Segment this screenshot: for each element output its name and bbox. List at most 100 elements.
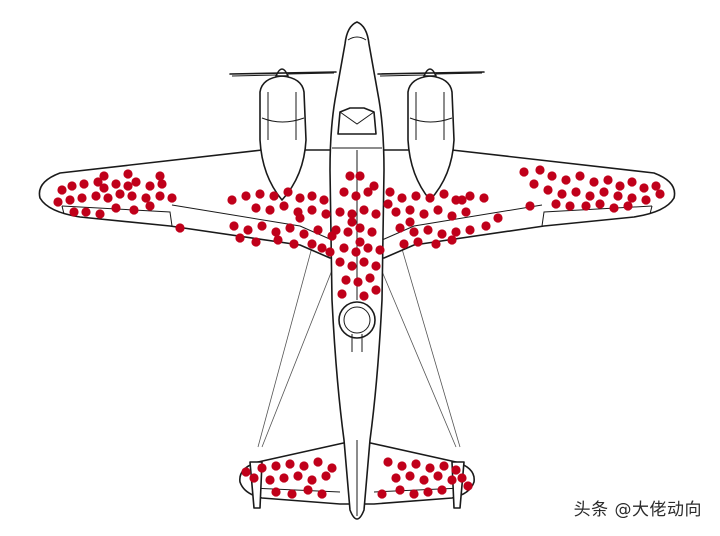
bullet-hole <box>419 209 429 219</box>
bullet-hole <box>433 205 443 215</box>
bullet-hole <box>465 191 475 201</box>
bullet-hole <box>451 227 461 237</box>
bullet-hole <box>383 199 393 209</box>
right-engine <box>377 68 485 201</box>
bullet-hole <box>419 475 429 485</box>
bullet-hole <box>451 465 461 475</box>
bullet-hole <box>129 205 139 215</box>
bullet-hole <box>351 191 361 201</box>
bullet-hole <box>565 201 575 211</box>
bullet-hole <box>655 189 665 199</box>
bullet-hole <box>67 181 77 191</box>
bullet-hole <box>589 177 599 187</box>
bullet-hole <box>339 243 349 253</box>
bullet-hole <box>385 187 395 197</box>
bullet-hole <box>439 461 449 471</box>
bullet-hole <box>229 221 239 231</box>
bullet-hole <box>447 475 457 485</box>
bullet-hole <box>363 187 373 197</box>
bullet-hole <box>295 213 305 223</box>
bullet-hole <box>141 193 151 203</box>
bullet-hole <box>371 209 381 219</box>
bullet-hole <box>365 273 375 283</box>
bullet-hole <box>529 179 539 189</box>
bullet-hole <box>371 285 381 295</box>
bullet-hole <box>327 463 337 473</box>
bullet-hole <box>395 223 405 233</box>
bullet-hole <box>241 467 251 477</box>
bullet-hole <box>353 277 363 287</box>
bullet-hole <box>335 257 345 267</box>
bullet-hole <box>359 205 369 215</box>
bullet-hole <box>335 207 345 217</box>
bullet-hole <box>57 185 67 195</box>
bullet-hole <box>103 193 113 203</box>
bullet-hole <box>375 245 385 255</box>
bullet-hole <box>257 221 267 231</box>
bullet-hole <box>289 239 299 249</box>
bullet-hole <box>65 195 75 205</box>
bullet-hole <box>369 181 379 191</box>
bullet-hole <box>269 191 279 201</box>
watermark-text: 头条 @大佬动向 <box>573 500 702 520</box>
bullet-hole <box>235 233 245 243</box>
bullet-hole <box>437 485 447 495</box>
bullet-hole <box>271 461 281 471</box>
bullet-hole <box>321 471 331 481</box>
bullet-hole <box>111 179 121 189</box>
bullet-hole <box>93 177 103 187</box>
bracing-wires <box>257 224 461 448</box>
bullet-hole <box>317 243 327 253</box>
bullet-hole <box>131 177 141 187</box>
bullet-hole <box>399 239 409 249</box>
bullet-hole <box>279 201 289 211</box>
bullet-hole <box>271 487 281 497</box>
bullet-hole <box>341 275 351 285</box>
bullet-hole <box>343 227 353 237</box>
bullet-hole <box>293 471 303 481</box>
bullet-hole <box>585 191 595 201</box>
bullet-hole <box>405 205 415 215</box>
bullet-hole <box>377 489 387 499</box>
bullet-hole <box>99 171 109 181</box>
bullet-hole <box>307 205 317 215</box>
bullet-hole <box>447 211 457 221</box>
bullet-hole <box>321 209 331 219</box>
bullet-hole <box>255 189 265 199</box>
bullet-hole <box>457 473 467 483</box>
bullet-hole <box>411 459 421 469</box>
fuselage <box>329 21 385 520</box>
bullet-hole <box>639 183 649 193</box>
bullet-hole <box>409 227 419 237</box>
bullet-hole <box>77 193 87 203</box>
bullet-hole <box>581 201 591 211</box>
bullet-hole <box>431 239 441 249</box>
bullet-hole <box>535 165 545 175</box>
bullet-hole <box>145 181 155 191</box>
left-engine <box>229 68 337 201</box>
bullet-hole <box>355 223 365 233</box>
bullet-hole <box>345 171 355 181</box>
bullet-hole <box>99 183 109 193</box>
bullet-hole <box>479 193 489 203</box>
bullet-hole <box>447 235 457 245</box>
bullet-hole <box>265 205 275 215</box>
bullet-hole <box>423 225 433 235</box>
bullet-hole <box>241 191 251 201</box>
bullet-hole <box>551 199 561 209</box>
bullet-hole <box>251 203 261 213</box>
bullet-hole <box>111 203 121 213</box>
bullet-hole <box>599 187 609 197</box>
bullet-hole <box>307 475 317 485</box>
bullet-hole <box>627 193 637 203</box>
bullet-hole <box>395 485 405 495</box>
bullet-hole <box>243 225 253 235</box>
bullet-hole <box>391 207 401 217</box>
bullet-hole <box>463 481 473 491</box>
bullet-hole <box>95 209 105 219</box>
bullet-hole <box>295 193 305 203</box>
bullet-hole <box>457 195 467 205</box>
bullet-hole <box>623 201 633 211</box>
bullet-hole <box>359 291 369 301</box>
